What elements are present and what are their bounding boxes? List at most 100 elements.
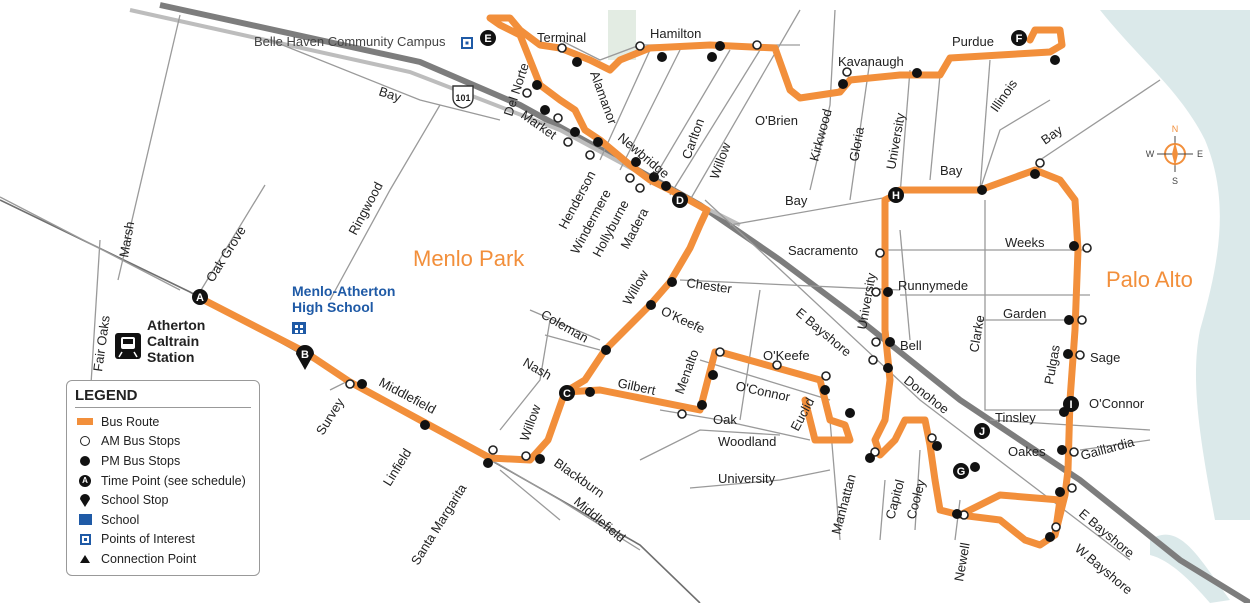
svg-text:Gaillardia: Gaillardia	[1079, 434, 1137, 463]
legend-item-school-stop: School Stop	[75, 490, 251, 510]
svg-text:Kirkwood: Kirkwood	[806, 107, 834, 163]
legend-title: LEGEND	[75, 387, 251, 408]
school-label-line2: High School	[292, 299, 374, 315]
svg-text:Sage: Sage	[1090, 350, 1120, 365]
svg-text:Gloria: Gloria	[846, 125, 867, 163]
svg-text:G: G	[957, 466, 966, 478]
svg-text:Chester: Chester	[686, 275, 734, 296]
svg-text:E: E	[1197, 149, 1203, 159]
svg-text:Weeks: Weeks	[1005, 235, 1045, 250]
time-point-i-icon: I	[1063, 396, 1079, 412]
legend-label: School Stop	[101, 493, 169, 508]
svg-text:A: A	[196, 292, 204, 304]
svg-text:D: D	[676, 195, 684, 207]
legend-item-am-stops: AM Bus Stops	[75, 432, 251, 452]
svg-text:E: E	[484, 33, 491, 45]
svg-text:Middlefield: Middlefield	[571, 494, 628, 545]
svg-text:Menalto: Menalto	[672, 347, 702, 396]
svg-text:University: University	[854, 271, 879, 330]
svg-text:Runnymede: Runnymede	[898, 278, 968, 293]
svg-text:F: F	[1016, 33, 1023, 45]
svg-text:101: 101	[455, 93, 470, 103]
time-point-h-icon: H	[888, 187, 904, 203]
svg-text:S: S	[1172, 176, 1178, 186]
svg-text:Oakes: Oakes	[1008, 444, 1046, 459]
svg-text:Survey: Survey	[313, 395, 347, 438]
svg-text:O'Keefe: O'Keefe	[763, 348, 810, 363]
school-icon	[78, 514, 92, 526]
svg-text:W: W	[1146, 149, 1155, 159]
bus-route	[196, 14, 1066, 464]
svg-text:Linfield: Linfield	[380, 446, 415, 489]
legend-item-school: School	[75, 510, 251, 530]
svg-text:Sacramento: Sacramento	[788, 243, 858, 258]
street-network	[0, 9, 1161, 561]
time-points: A B C D E F G H I J	[192, 30, 1079, 479]
school-icon	[292, 322, 306, 334]
legend-label: Bus Route	[101, 414, 160, 429]
svg-text:Purdue: Purdue	[952, 34, 994, 49]
legend-label: PM Bus Stops	[101, 453, 181, 468]
svg-text:Bay: Bay	[377, 84, 403, 105]
train-icon	[115, 333, 141, 359]
svg-text:Nash: Nash	[521, 355, 555, 383]
poi-label-belle-haven: Belle Haven Community Campus	[254, 34, 446, 49]
time-point-g-icon: G	[953, 463, 969, 479]
legend-item-connection-point: Connection Point	[75, 549, 251, 569]
school-stop-icon	[80, 493, 90, 507]
time-point-j-icon: J	[974, 423, 990, 439]
time-point-d-icon: D	[672, 192, 688, 208]
svg-text:Bay: Bay	[1038, 122, 1065, 147]
am-stop-icon	[80, 436, 90, 447]
svg-text:Clarke: Clarke	[966, 314, 987, 354]
svg-text:Carlton: Carlton	[679, 117, 707, 162]
svg-text:C: C	[563, 388, 571, 400]
school-label: Menlo-Atherton	[292, 283, 395, 299]
svg-text:Garden: Garden	[1003, 306, 1046, 321]
legend-item-time-point: A Time Point (see schedule)	[75, 471, 251, 491]
svg-text:Terminal: Terminal	[537, 30, 586, 45]
highway-101	[159, 2, 1250, 603]
time-point-icon: A	[79, 474, 91, 487]
bus-route-middle	[561, 348, 854, 444]
svg-text:Woodland: Woodland	[718, 434, 776, 449]
svg-text:Alamanor: Alamanor	[587, 69, 620, 127]
svg-text:Oak Grove: Oak Grove	[203, 223, 249, 284]
station-label-line2: Caltrain	[147, 333, 199, 349]
city-label-menlo-park: Menlo Park	[413, 246, 525, 271]
svg-text:Bay: Bay	[940, 163, 963, 178]
svg-text:Tinsley: Tinsley	[995, 410, 1036, 425]
svg-text:Donohoe: Donohoe	[901, 373, 952, 417]
legend-panel: LEGEND Bus Route AM Bus Stops PM Bus Sto…	[66, 380, 260, 576]
svg-text:Bay: Bay	[785, 193, 808, 208]
svg-text:Newell: Newell	[951, 541, 973, 582]
svg-text:B: B	[301, 349, 309, 361]
pm-stops	[357, 41, 1079, 542]
svg-text:Blackburn: Blackburn	[551, 455, 607, 500]
svg-text:H: H	[892, 190, 900, 202]
green-area	[608, 10, 636, 60]
svg-text:Hamilton: Hamilton	[650, 26, 701, 41]
station-label: Atherton	[147, 317, 205, 333]
legend-label: School	[101, 512, 140, 527]
svg-text:Bell: Bell	[900, 338, 922, 353]
svg-text:Marsh: Marsh	[116, 220, 137, 258]
highway-101-shield: 101	[452, 85, 474, 109]
legend-item-pm-stops: PM Bus Stops	[75, 451, 251, 471]
compass-icon: N S W E	[1146, 124, 1203, 186]
svg-text:O'Brien: O'Brien	[755, 113, 798, 128]
poi-icon	[461, 37, 473, 49]
bay-water	[1100, 10, 1250, 520]
legend-label: Time Point (see schedule)	[101, 473, 246, 488]
svg-text:Cooley: Cooley	[903, 477, 928, 520]
pm-stop-icon	[80, 455, 90, 466]
svg-text:N: N	[1172, 124, 1179, 134]
legend-item-poi: Points of Interest	[75, 530, 251, 550]
time-point-c-icon: C	[559, 385, 575, 401]
city-label-palo-alto: Palo Alto	[1106, 267, 1193, 292]
svg-text:University: University	[718, 471, 776, 486]
legend-label: AM Bus Stops	[101, 434, 181, 449]
legend-item-bus-route: Bus Route	[75, 412, 251, 432]
svg-text:Pulgas: Pulgas	[1041, 343, 1063, 385]
